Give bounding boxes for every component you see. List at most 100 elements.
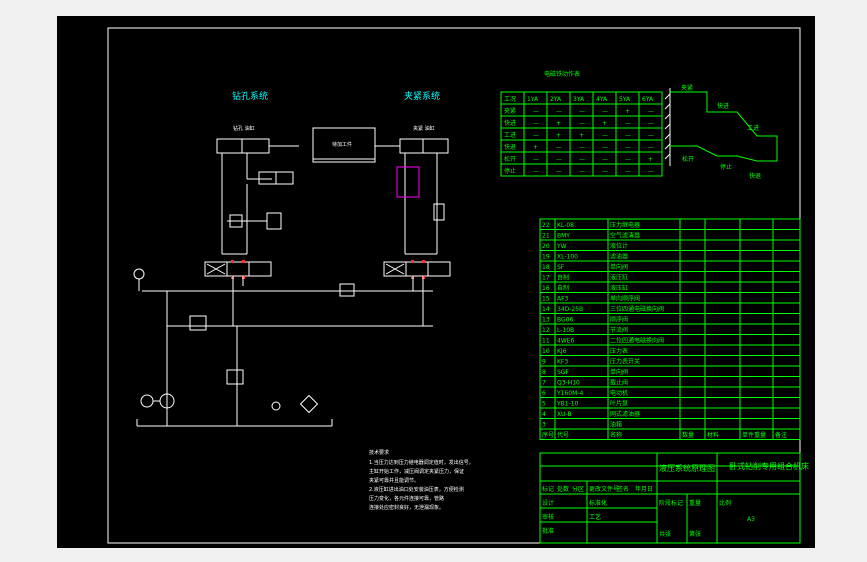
title-block-cell: 阶段标记 bbox=[659, 499, 683, 507]
title-block-cell: 分区 bbox=[572, 485, 584, 493]
parts-list-cell: YB1-10 bbox=[556, 401, 579, 408]
parts-list-cell: 单向阀 bbox=[610, 368, 628, 376]
supply-circuit bbox=[133, 268, 433, 427]
action-table-header: 4YA bbox=[596, 96, 608, 103]
parts-list-header: 名称 bbox=[610, 431, 622, 439]
action-table-cell: — bbox=[625, 156, 631, 163]
parts-list-header: 代号 bbox=[557, 431, 569, 439]
action-table-cell: — bbox=[579, 156, 585, 163]
parts-list-cell: L-10B bbox=[557, 327, 574, 334]
right-cylinder: 夹紧 油缸 bbox=[375, 125, 449, 154]
action-table-cell: 工进 bbox=[504, 131, 516, 139]
action-table-cell: — bbox=[579, 168, 585, 175]
parts-list-header: 材料 bbox=[707, 431, 719, 439]
parts-list-cell: 7 bbox=[542, 380, 546, 387]
parts-list-cell: 17 bbox=[542, 275, 550, 282]
parts-list-cell: 顺序阀 bbox=[610, 316, 628, 324]
notes-line: 主缸开始工作，减压阀调定夹紧压力，保证 bbox=[369, 468, 464, 475]
parts-list-cell: 叶片泵 bbox=[610, 400, 628, 408]
parts-list-cell: 单向顺序阀 bbox=[610, 295, 640, 303]
sheet-size: A3 bbox=[747, 516, 755, 523]
parts-list-header: 单件重量 bbox=[742, 431, 766, 439]
parts-list-cell: 电动机 bbox=[610, 389, 628, 397]
parts-list-cell: 压力表开关 bbox=[610, 358, 640, 366]
action-table-cell: — bbox=[648, 132, 654, 139]
parts-list-cell: 单向阀 bbox=[610, 263, 628, 271]
cycle-label: 工进 bbox=[747, 124, 759, 132]
action-table-cell: — bbox=[556, 144, 562, 151]
action-table-cell: — bbox=[579, 108, 585, 115]
title-block-cell: 处数 bbox=[557, 485, 569, 493]
action-table-cell: — bbox=[648, 168, 654, 175]
title-block-cell: 第张 bbox=[689, 530, 701, 538]
cycle-label: 夹紧 bbox=[681, 84, 693, 92]
machine-name: 卧式钻削专用组合机床 bbox=[729, 461, 809, 471]
action-table-cell: — bbox=[556, 168, 562, 175]
parts-list-cell: 自制 bbox=[557, 284, 569, 292]
action-table-cell: — bbox=[625, 120, 631, 127]
action-table-cell: — bbox=[556, 108, 562, 115]
parts-list-cell: 二位四通电磁换向阀 bbox=[610, 337, 664, 345]
parts-list-cell: 20 bbox=[542, 243, 550, 250]
cycle-label: 快退 bbox=[749, 172, 761, 180]
parts-list-header: 备注 bbox=[775, 431, 787, 439]
action-table-cell: — bbox=[625, 168, 631, 175]
parts-list-cell: KJ6 bbox=[557, 348, 567, 355]
action-table-cell: — bbox=[602, 168, 608, 175]
parts-list-cell: 22 bbox=[542, 222, 550, 229]
action-table-cell: — bbox=[602, 132, 608, 139]
parts-list-cell: 压力表 bbox=[610, 347, 628, 355]
parts-list-cell: 空气滤清器 bbox=[610, 232, 640, 240]
parts-list-cell: 滤油器 bbox=[610, 253, 628, 261]
action-table-cell: — bbox=[602, 144, 608, 151]
action-table-cell: — bbox=[533, 156, 539, 163]
action-table-cell: + bbox=[556, 132, 561, 139]
notes-line: 连接处应密封良好，无泄漏现象。 bbox=[369, 504, 444, 511]
action-table-title: 电磁铁动作表 bbox=[544, 70, 580, 78]
parts-list-cell: BMY bbox=[557, 233, 570, 240]
title-block-cell: 比例 bbox=[719, 499, 731, 507]
parts-list-cell: SGF bbox=[557, 369, 569, 376]
parts-list-cell: 液位计 bbox=[610, 242, 628, 250]
parts-list-header: 数量 bbox=[682, 431, 694, 439]
parts-list-cell: 自制 bbox=[557, 274, 569, 282]
title-block-cell: 共张 bbox=[659, 530, 671, 538]
schematic-svg: 钻孔系统 夹紧系统 钻孔 油缸 待加工件 夹紧 油缸 bbox=[107, 27, 809, 544]
parts-list-cell: 三位四通电磁换向阀 bbox=[610, 305, 664, 313]
right-directional-valve bbox=[383, 260, 451, 326]
action-table-header: 工况 bbox=[504, 96, 516, 103]
action-table-cell: + bbox=[579, 132, 584, 139]
parts-list-cell: KL-08 bbox=[557, 222, 574, 229]
notes-title: 技术要求 bbox=[369, 449, 389, 456]
work-piece-label: 待加工件 bbox=[332, 141, 352, 148]
action-table-cell: 快退 bbox=[504, 143, 516, 151]
left-cylinder-label: 钻孔 油缸 bbox=[233, 125, 255, 132]
left-circuit bbox=[221, 153, 294, 255]
cycle-label: 停止 bbox=[720, 163, 732, 171]
parts-list-cell: 5 bbox=[542, 401, 546, 408]
parts-list-cell: 3 bbox=[542, 422, 546, 429]
parts-list-cell: 节流阀 bbox=[610, 326, 628, 334]
drawing-name: 液压系统原理图 bbox=[659, 463, 715, 473]
action-table-cell: — bbox=[648, 108, 654, 115]
title-block-cell: 审核 bbox=[542, 513, 554, 521]
action-table-cell: 快进 bbox=[504, 119, 516, 127]
parts-list-cell: 网式滤油器 bbox=[610, 410, 640, 418]
parts-list-cell: 16 bbox=[542, 285, 550, 292]
parts-list-cell: XU-B bbox=[557, 411, 572, 418]
parts-list-cell: 14 bbox=[542, 306, 550, 313]
action-table-cell: — bbox=[533, 168, 539, 175]
left-system-title: 钻孔系统 bbox=[232, 90, 268, 102]
action-table-cell: — bbox=[533, 120, 539, 127]
action-table-cell: + bbox=[625, 108, 630, 115]
parts-list-cell: 截止阀 bbox=[610, 379, 628, 387]
parts-list-cell: 13 bbox=[542, 317, 550, 324]
parts-list-cell: 10 bbox=[542, 348, 550, 355]
parts-list-cell: BG06 bbox=[557, 317, 573, 324]
action-table-cell: — bbox=[579, 144, 585, 151]
cycle-label: 快进 bbox=[717, 102, 729, 110]
title-block-cell: 更改文件号 bbox=[589, 485, 619, 493]
parts-list-cell: 11 bbox=[542, 338, 550, 345]
